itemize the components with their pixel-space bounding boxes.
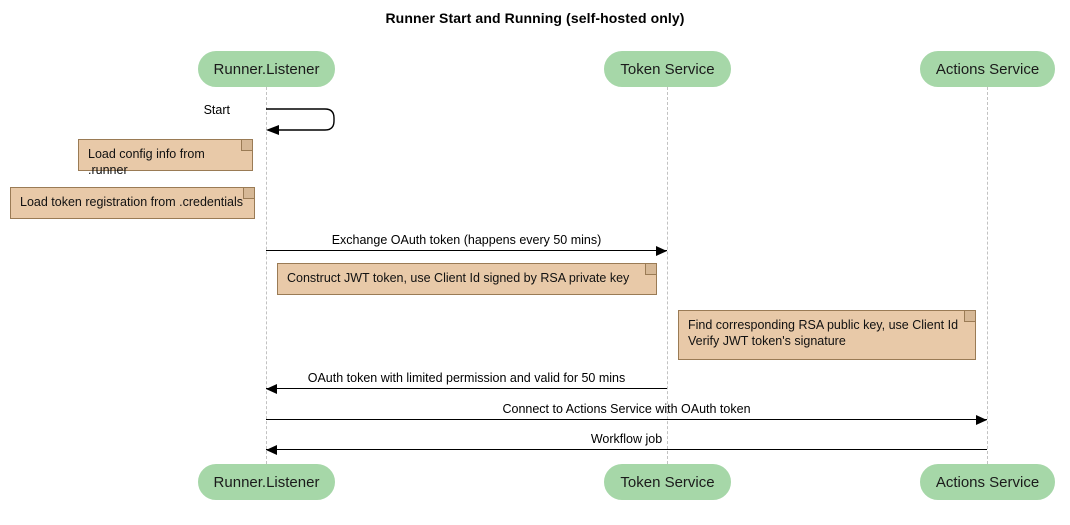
msg-oauth-token-return-line <box>266 388 667 389</box>
self-call-arrow-start <box>266 108 348 142</box>
participant-footer-actions[interactable]: Actions Service <box>920 464 1055 500</box>
msg-oauth-token-return-arrowhead <box>266 384 277 394</box>
note-text: Find corresponding RSA public key, use C… <box>688 318 959 348</box>
msg-connect-actions-line <box>266 419 987 420</box>
participant-label: Actions Service <box>935 60 1040 78</box>
msg-workflow-job-line <box>266 449 987 450</box>
msg-connect-actions-label: Connect to Actions Service with OAuth to… <box>502 402 751 416</box>
participant-footer-token[interactable]: Token Service <box>604 464 731 500</box>
note-text: Load config info from .runner <box>88 147 205 177</box>
self-call-label-start: Start <box>203 103 230 117</box>
msg-connect-actions-arrowhead <box>976 415 987 425</box>
note-construct-jwt: Construct JWT token, use Client Id signe… <box>277 263 657 295</box>
note-fold-corner-icon <box>645 264 656 275</box>
participant-header-token[interactable]: Token Service <box>604 51 731 87</box>
page-title: Runner Start and Running (self-hosted on… <box>385 10 685 26</box>
participant-header-runner[interactable]: Runner.Listener <box>198 51 335 87</box>
participant-label: Actions Service <box>935 473 1040 491</box>
msg-oauth-token-return-label: OAuth token with limited permission and … <box>307 371 626 385</box>
note-verify-jwt: Find corresponding RSA public key, use C… <box>678 310 976 360</box>
note-fold-corner-icon <box>241 140 252 151</box>
msg-exchange-oauth-label: Exchange OAuth token (happens every 50 m… <box>331 233 602 247</box>
lifeline-actions <box>987 87 988 464</box>
note-fold-corner-icon <box>964 311 975 322</box>
participant-label: Token Service <box>620 60 715 78</box>
note-text: Construct JWT token, use Client Id signe… <box>287 271 630 285</box>
lifeline-token <box>667 87 668 464</box>
msg-exchange-oauth-arrowhead <box>656 246 667 256</box>
note-load-token: Load token registration from .credential… <box>10 187 255 219</box>
lifeline-runner <box>266 87 267 464</box>
note-fold-corner-icon <box>243 188 254 199</box>
participant-label: Token Service <box>620 473 715 491</box>
participant-label: Runner.Listener <box>213 473 320 491</box>
msg-workflow-job-label: Workflow job <box>590 432 663 446</box>
note-text: Load token registration from .credential… <box>20 195 244 209</box>
participant-footer-runner[interactable]: Runner.Listener <box>198 464 335 500</box>
msg-exchange-oauth-line <box>266 250 667 251</box>
note-load-config: Load config info from .runner <box>78 139 253 177</box>
msg-workflow-job-arrowhead <box>266 445 277 455</box>
participant-header-actions[interactable]: Actions Service <box>920 51 1055 87</box>
participant-label: Runner.Listener <box>213 60 320 78</box>
